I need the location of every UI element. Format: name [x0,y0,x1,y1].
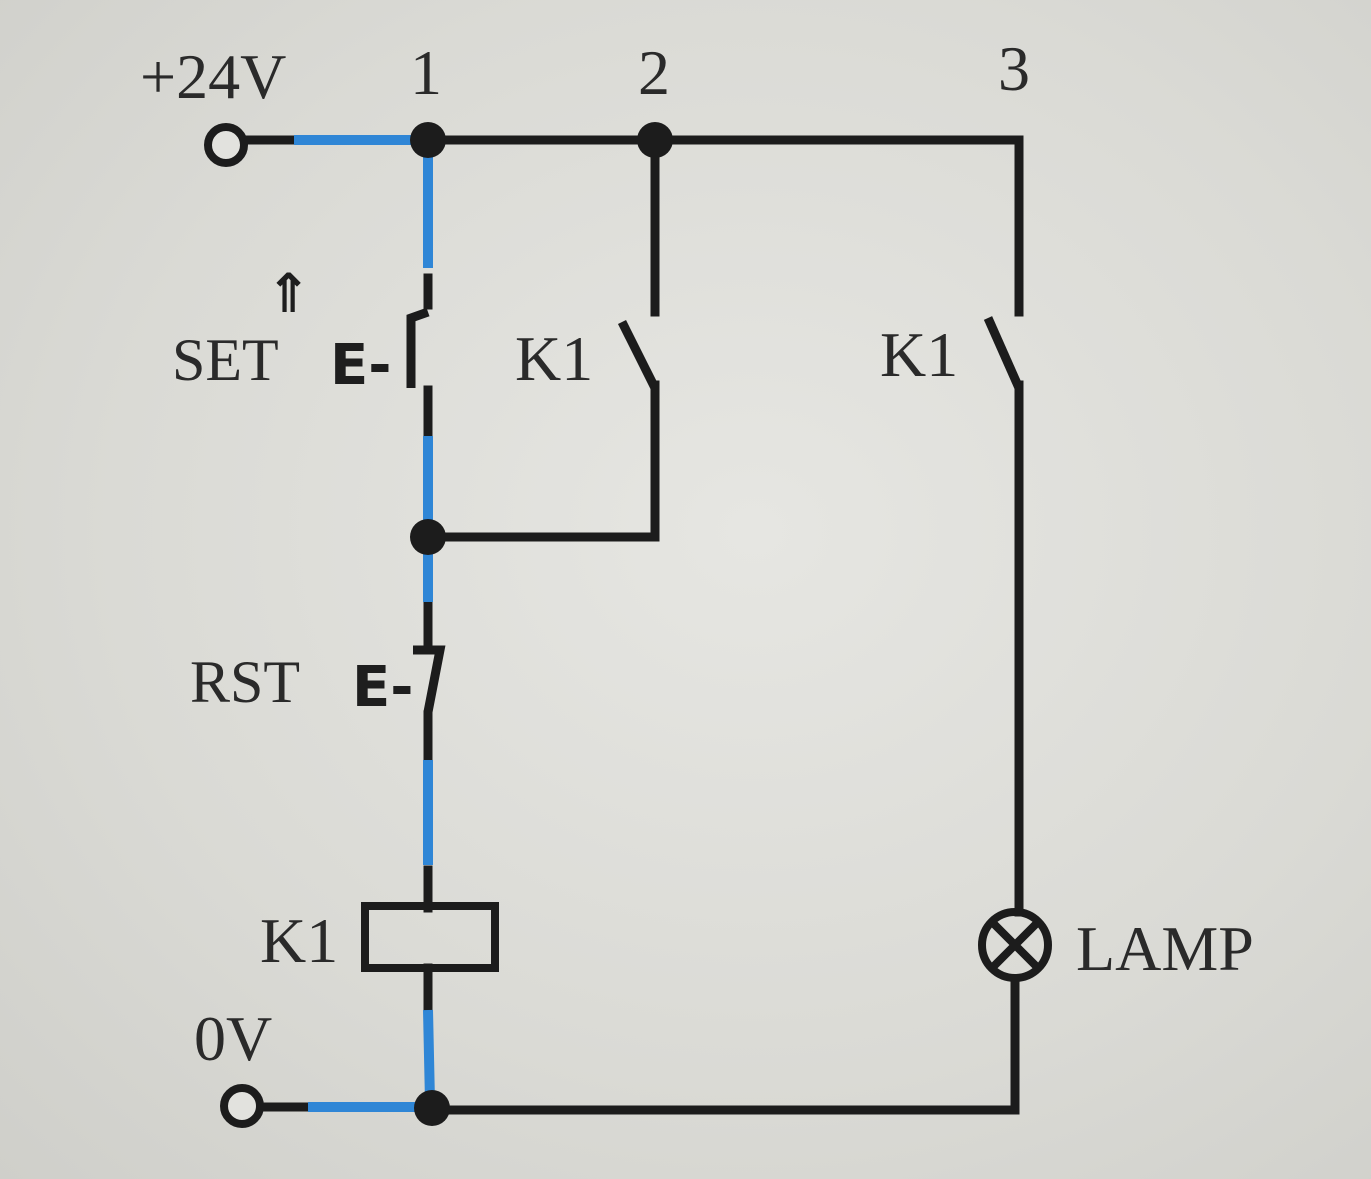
lamp-symbol [978,908,1052,982]
node-3-label: 3 [998,33,1030,104]
k1-hold-contact-blade [617,319,660,391]
lamp-circle [978,908,1052,982]
top-rail [423,135,1024,317]
node-1-junction [410,122,446,158]
node-2-label: 2 [638,37,670,108]
contacts [406,307,1024,713]
rst-label: RST [190,649,300,715]
set-operator-symbol: E- [330,333,392,398]
rst-operator-symbol: E- [352,655,414,720]
bottom-rail [425,975,1020,1115]
node-1-label: 1 [410,37,442,108]
coil-label: K1 [260,905,338,976]
lamp-cross [989,919,1041,971]
node-4-junction [410,519,446,555]
hold-branch-bottom [423,380,660,542]
terminals [204,123,264,1128]
supply-neg-label: 0V [194,1003,272,1074]
set-pushbutton-blade [406,307,430,388]
junction-nodes [410,122,673,1126]
node-0v-junction [414,1090,450,1126]
set-label: SET [172,327,279,393]
blue-seg-5 [423,1009,435,1103]
lamp-label: LAMP [1076,913,1254,984]
k1-lamp-contact-blade [983,316,1024,390]
k1-hold-contact-label: K1 [515,323,593,394]
supply-pos-terminal [204,123,248,167]
supply-pos-label: +24V [140,41,286,112]
node-2-junction [637,122,673,158]
set-arrow-icon: ⇑ [266,262,311,325]
rst-pushbutton-blade [413,645,446,713]
supply-neg-terminal [220,1084,264,1128]
k1-lamp-contact-label: K1 [880,319,958,390]
black-wires [243,135,1024,1115]
k1-relay-coil [361,902,499,972]
